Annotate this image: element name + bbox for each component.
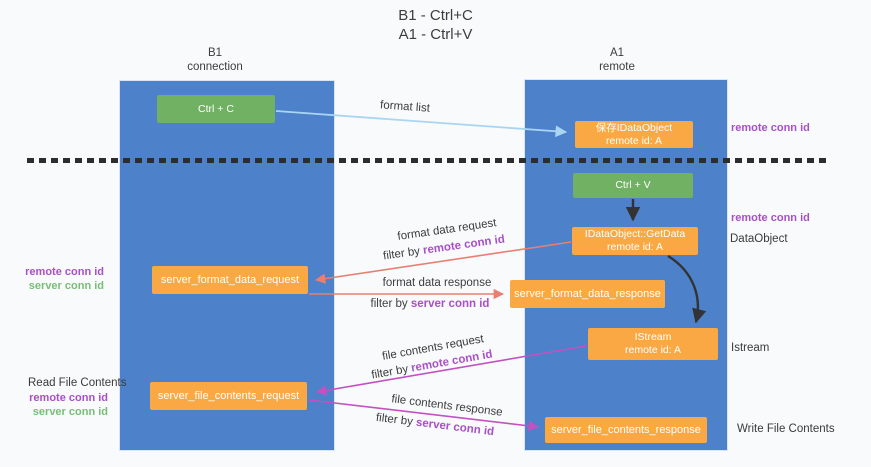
- node-server-format-data-request: server_format_data_request: [152, 266, 308, 294]
- left-remote-conn-id-1: remote conn id: [25, 266, 104, 278]
- node-ctrl-v: Ctrl + V: [573, 173, 693, 198]
- left-remote-conn-id-2: remote conn id: [29, 392, 108, 404]
- title-line-1: B1 - Ctrl+C: [398, 7, 473, 24]
- right-label-write-file-contents: Write File Contents: [737, 423, 835, 435]
- node-getdata: IDataObject::GetData remote id: A: [572, 227, 698, 255]
- node-store-dataobject: 保存IDataObject remote id: A: [575, 121, 693, 148]
- lifeline-a1-name: A1: [609, 47, 625, 59]
- node-getdata-line2: remote id: A: [606, 241, 664, 253]
- node-server-file-contents-response-label: server_file_contents_response: [551, 423, 701, 436]
- lifeline-a1-role: remote: [599, 60, 635, 73]
- node-store-dataobject-line2: remote id: A: [605, 134, 663, 147]
- lifeline-header-a1: A1 remote: [517, 47, 717, 74]
- phase-separator-dashed-line: [27, 158, 830, 163]
- left-server-conn-id-1: server conn id: [28, 279, 104, 292]
- node-server-format-data-response: server_format_data_response: [510, 280, 665, 308]
- right-label-istream: Istream: [731, 342, 770, 354]
- node-server-file-contents-response: server_file_contents_response: [545, 417, 707, 443]
- title-line-2: A1 - Ctrl+V: [398, 26, 473, 43]
- left-label-conn-ids-format: remote conn id server conn id: [18, 266, 104, 293]
- node-istream: IStream remote id: A: [588, 328, 718, 360]
- left-label-read-file-contents: Read File Contents: [28, 377, 127, 389]
- left-server-conn-id-2: server conn id: [32, 405, 108, 418]
- right-label-remote-conn-id-mid: remote conn id: [731, 212, 810, 224]
- node-istream-line2: remote id: A: [624, 344, 682, 356]
- node-ctrl-v-label: Ctrl + V: [615, 179, 651, 191]
- lifeline-b1-role: connection: [187, 60, 243, 73]
- node-server-format-data-response-label: server_format_data_response: [514, 287, 661, 300]
- node-server-file-contents-request-label: server_file_contents_request: [157, 389, 300, 402]
- lifeline-b1-name: B1: [207, 47, 223, 59]
- edge-label-format-list: format list: [379, 99, 431, 115]
- right-label-remote-conn-id-top: remote conn id: [731, 122, 810, 134]
- node-server-format-data-request-label: server_format_data_request: [160, 273, 300, 286]
- node-ctrl-c-label: Ctrl + C: [198, 102, 234, 115]
- node-server-file-contents-request: server_file_contents_request: [150, 382, 307, 410]
- edge-label-format-data-response: format data response: [382, 277, 492, 289]
- right-label-dataobject: DataObject: [730, 233, 788, 245]
- node-getdata-line1: IDataObject::GetData: [584, 228, 686, 240]
- node-ctrl-c: Ctrl + C: [157, 95, 275, 123]
- lifeline-header-b1: B1 connection: [115, 47, 315, 74]
- diagram-title: B1 - Ctrl+C A1 - Ctrl+V: [0, 6, 871, 44]
- node-istream-line1: IStream: [634, 331, 672, 343]
- left-label-conn-ids-file: remote conn id server conn id: [22, 392, 108, 419]
- node-store-dataobject-line1: 保存IDataObject: [595, 121, 673, 134]
- edge-label-filter-by-server-1: filter by server conn id: [370, 298, 490, 310]
